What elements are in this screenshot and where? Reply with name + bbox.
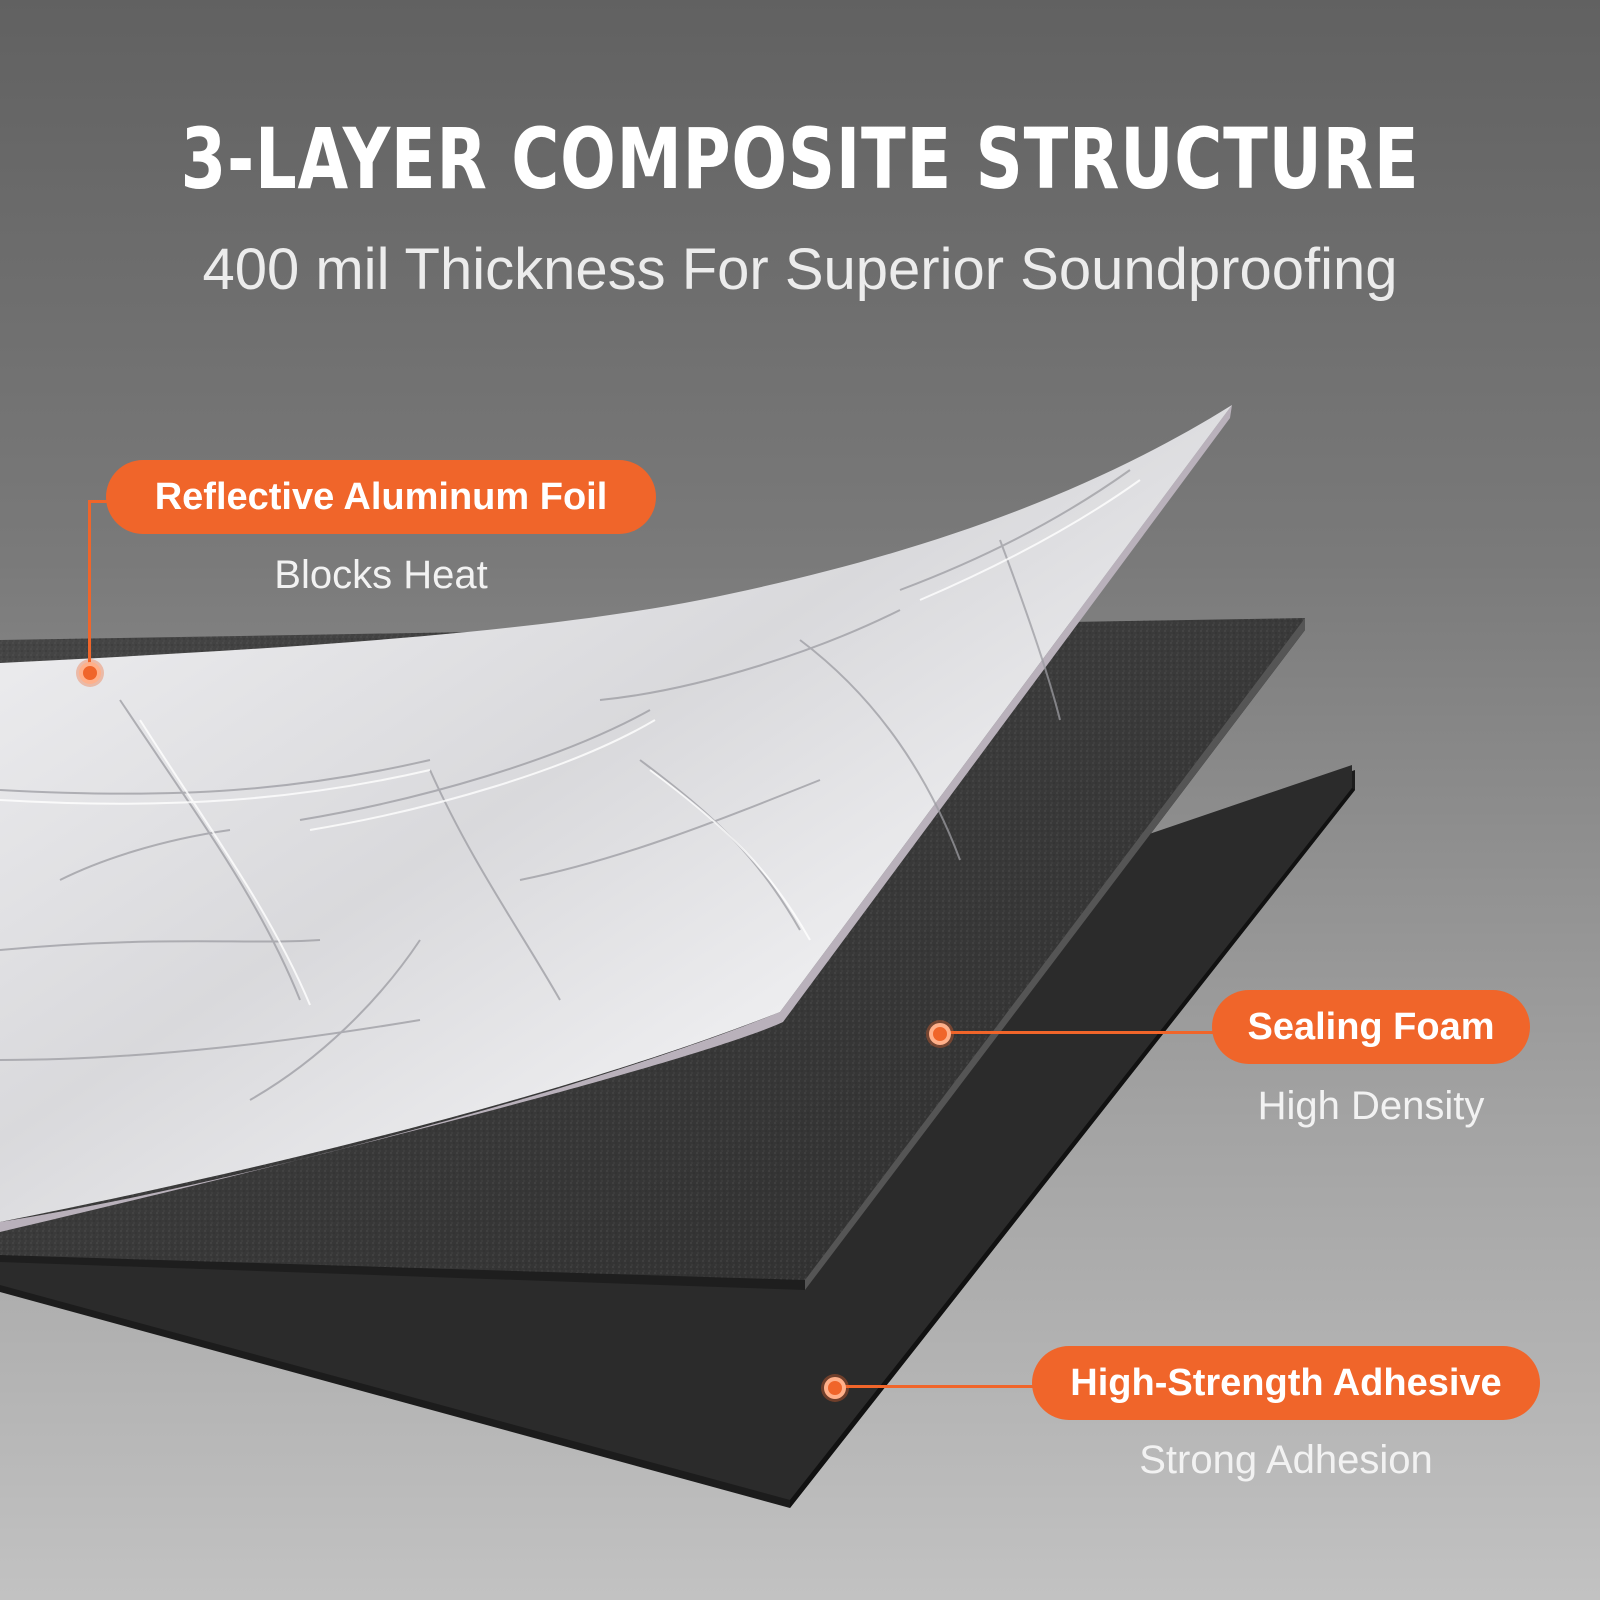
page-title: 3-LAYER COMPOSITE STRUCTURE (180, 110, 1420, 208)
foam-label-pill: Sealing Foam (1212, 990, 1530, 1064)
page-subtitle: 400 mil Thickness For Superior Soundproo… (202, 237, 1398, 302)
foil-leader-vertical (88, 500, 91, 670)
foam-caption: High Density (1257, 1084, 1485, 1128)
foil-marker-dot (79, 662, 101, 684)
adhesive-caption: Strong Adhesion (1139, 1438, 1433, 1482)
foil-leader-horizontal (88, 500, 110, 503)
foil-caption: Blocks Heat (274, 553, 488, 597)
adhesive-leader-line (835, 1385, 1045, 1388)
foam-leader-line (940, 1031, 1215, 1034)
adhesive-label-pill: High-Strength Adhesive (1032, 1346, 1540, 1420)
foil-label-pill: Reflective Aluminum Foil (106, 460, 656, 534)
foam-marker-dot (929, 1023, 951, 1045)
adhesive-marker-dot (824, 1377, 846, 1399)
foil-layer (0, 405, 1232, 1232)
